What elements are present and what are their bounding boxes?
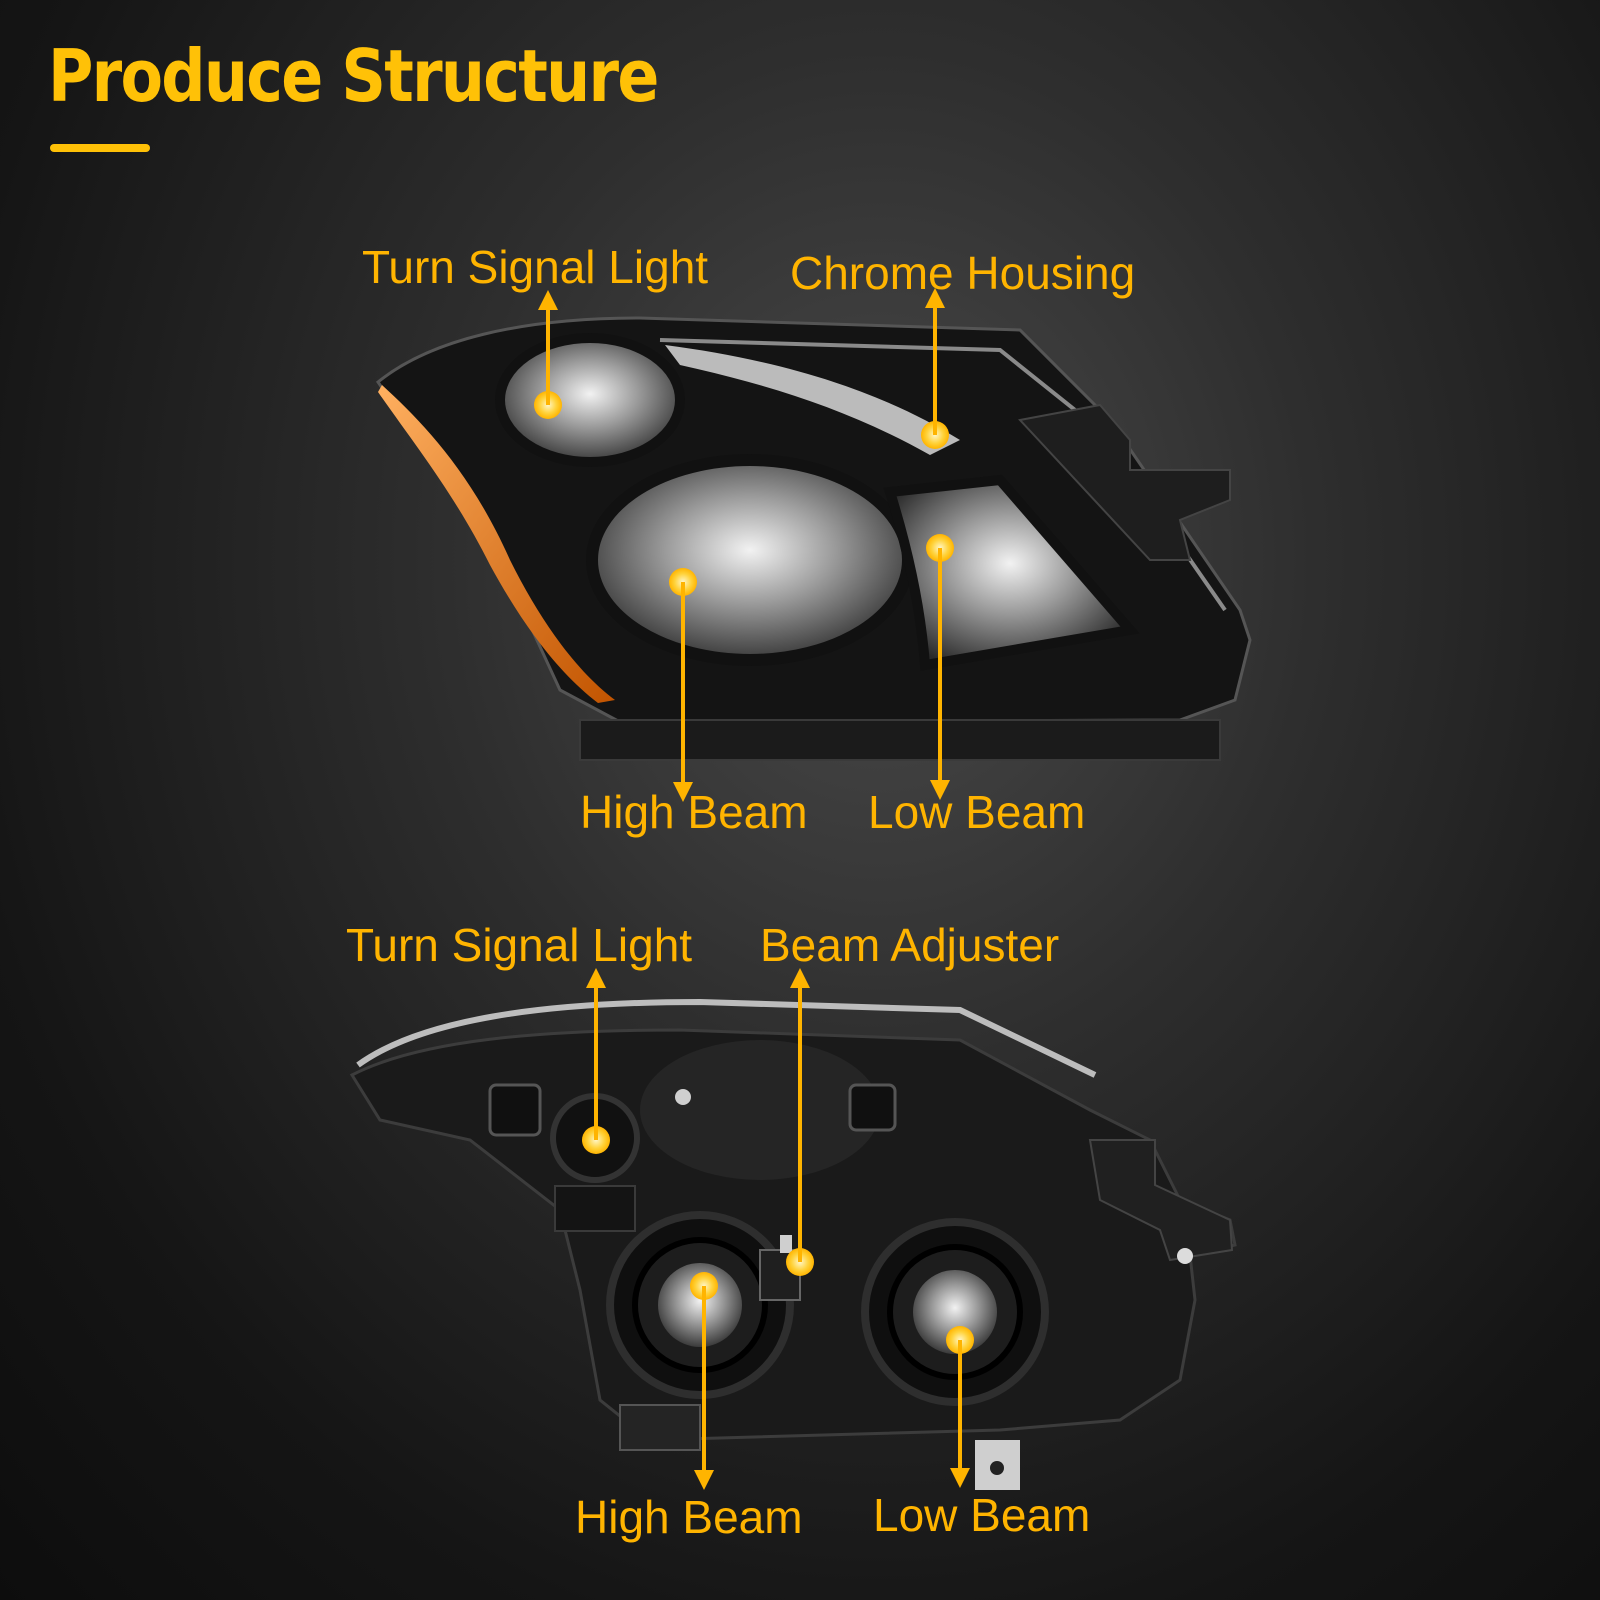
- front-turn-signal-label: Turn Signal Light: [362, 241, 709, 293]
- back-low-beam-label: Low Beam: [873, 1489, 1091, 1541]
- back-high-beam-label: High Beam: [575, 1491, 803, 1543]
- page-title: Produce Structure: [48, 34, 659, 118]
- front-callouts: [534, 288, 954, 802]
- front-chrome-housing-label: Chrome Housing: [790, 247, 1136, 299]
- title-underline: [50, 144, 150, 152]
- back-callouts: [582, 968, 974, 1490]
- back-turn-signal-label: Turn Signal Light: [346, 919, 693, 971]
- front-headlight: [375, 316, 1252, 761]
- front-high-beam-label: High Beam: [580, 786, 808, 838]
- front-low-beam-label: Low Beam: [868, 786, 1086, 838]
- back-beam-adjuster-label: Beam Adjuster: [760, 919, 1060, 971]
- back-headlight: [349, 998, 1237, 1490]
